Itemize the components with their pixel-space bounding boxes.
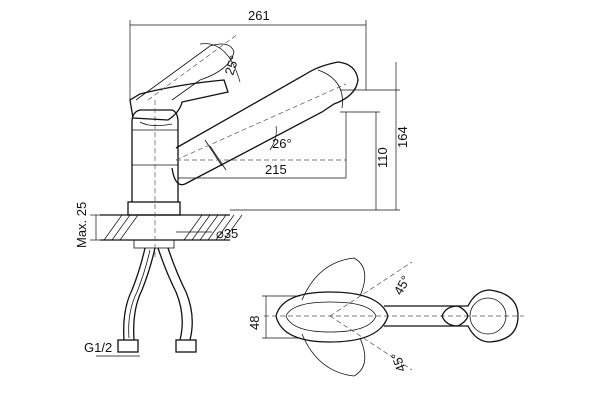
hatch-line: [215, 214, 235, 241]
hatch-line: [207, 214, 227, 241]
spout-reach-label: 215: [265, 162, 287, 177]
hatch-line: [103, 214, 123, 241]
thread-label: G1/2: [84, 340, 112, 355]
side-view: [90, 20, 400, 357]
supply-hoses: [96, 247, 197, 357]
base-flange: [127, 201, 181, 216]
hatch-line: [111, 214, 131, 241]
hatch-line: [191, 214, 211, 241]
spout-angle-label: 26°: [272, 136, 292, 151]
swivel-angle-top-label: 45°: [391, 273, 414, 298]
hatch-line: [119, 214, 139, 241]
spout-height-label: 110: [375, 147, 390, 168]
top-view: [262, 257, 524, 377]
countertop-hatching: [103, 214, 243, 241]
lever-angle-label: 25°: [222, 54, 242, 77]
lever-handle: [129, 79, 229, 121]
thread-connector-right: [175, 339, 197, 353]
spout-top-view: [384, 289, 519, 343]
thread-connector-left: [117, 339, 139, 353]
swivel-angle-bottom-label: 45°: [388, 350, 409, 374]
hatch-line: [199, 214, 219, 241]
dimension-labels: 261 25° 26° 215 110 164 Max. 25 ⌀35 G1/2…: [74, 8, 413, 374]
body-width-label: 48: [247, 316, 262, 330]
hatch-line: [223, 214, 243, 241]
overall-width-label: 261: [248, 8, 270, 23]
hatch-line: [183, 214, 203, 241]
max-thickness-label: Max. 25: [74, 202, 89, 248]
total-height-label: 164: [395, 126, 410, 148]
base-diameter-label: ⌀35: [216, 226, 238, 241]
spout: [171, 61, 359, 186]
lever-raised-outline: [135, 43, 235, 101]
mounting-nut: [133, 239, 175, 249]
